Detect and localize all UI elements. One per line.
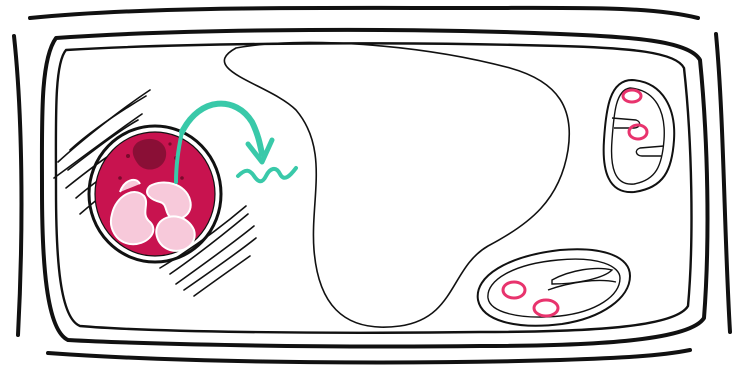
mitochondrion [604,80,675,192]
neighbor-wall-bottom [48,350,690,362]
neighbor-wall-right [716,34,730,332]
chloroplast [478,249,630,326]
neighbor-wall-left [14,36,21,335]
mrna-strand-icon [238,168,296,181]
vacuole [224,42,569,327]
nucleus [89,126,221,262]
neighbor-wall-top [30,8,698,18]
